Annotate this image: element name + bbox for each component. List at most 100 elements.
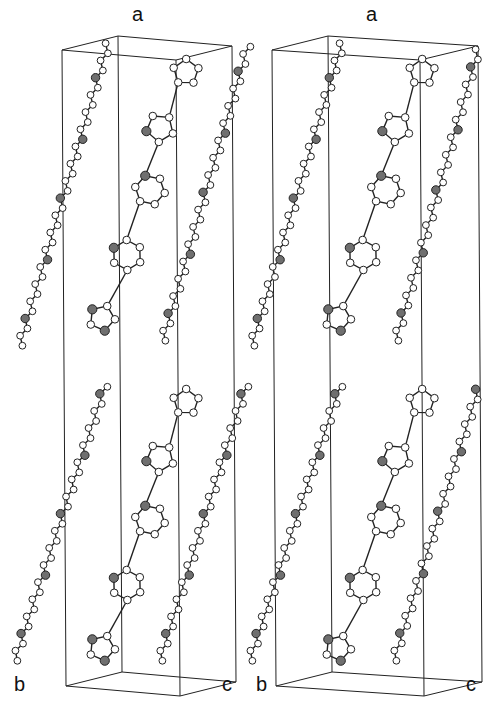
- atom: [169, 460, 177, 468]
- atom: [180, 589, 187, 596]
- atom: [205, 172, 212, 179]
- atom: [261, 308, 268, 315]
- atom: [410, 79, 418, 87]
- atom: [19, 342, 26, 349]
- atom: [359, 236, 367, 244]
- atom: [470, 74, 477, 81]
- ring-link-bond: [363, 531, 376, 570]
- atom: [37, 263, 44, 270]
- atom: [174, 409, 182, 417]
- atom: [269, 263, 276, 270]
- atom: [286, 527, 293, 534]
- atom: [309, 459, 316, 466]
- atom: [457, 448, 465, 456]
- atom: [415, 588, 422, 595]
- atom: [91, 408, 98, 415]
- atom: [433, 507, 441, 515]
- atom: [237, 78, 244, 85]
- atom: [418, 560, 425, 567]
- atom: [318, 119, 325, 126]
- unit-cell-edge: [328, 36, 332, 672]
- atom: [423, 543, 430, 550]
- molecule-rings: [87, 55, 202, 335]
- atom: [328, 418, 335, 425]
- atom: [47, 229, 54, 236]
- atom: [25, 623, 32, 630]
- atom: [415, 267, 422, 274]
- atom: [100, 656, 109, 665]
- atom: [426, 409, 434, 417]
- atom: [461, 421, 468, 428]
- atom: [111, 645, 119, 653]
- atom: [87, 435, 94, 442]
- atom: [182, 385, 190, 393]
- atom: [195, 527, 202, 534]
- atom: [190, 79, 198, 87]
- molecule-edge-on: [391, 385, 481, 664]
- atom: [29, 596, 36, 603]
- atom: [109, 573, 118, 582]
- atom: [70, 486, 77, 493]
- atom: [372, 527, 380, 535]
- atom: [297, 188, 304, 195]
- atom: [323, 651, 331, 659]
- atom: [418, 239, 425, 246]
- atom: [216, 459, 223, 466]
- atom: [43, 256, 51, 264]
- atom: [17, 332, 24, 339]
- atom: [97, 57, 104, 64]
- atom: [347, 645, 355, 653]
- atom: [156, 175, 164, 183]
- atom: [84, 119, 91, 126]
- atom: [256, 325, 263, 332]
- atom: [100, 326, 109, 335]
- atom: [36, 589, 43, 596]
- unit-cell-bottom: [66, 672, 236, 696]
- atom: [151, 200, 159, 208]
- atom: [189, 545, 196, 552]
- atom: [53, 538, 60, 545]
- atom: [110, 589, 118, 597]
- ring-link-bond: [343, 270, 363, 306]
- ring-link-bond: [107, 600, 127, 636]
- atom: [161, 189, 169, 197]
- atom: [76, 469, 83, 476]
- atom: [320, 425, 327, 432]
- atom: [123, 236, 131, 244]
- atom: [210, 154, 217, 161]
- atom: [88, 305, 97, 314]
- chain-bond: [252, 43, 342, 345]
- atom: [347, 315, 355, 323]
- molecule-edge-on: [393, 46, 482, 344]
- ring-bond: [135, 176, 164, 204]
- atom: [445, 162, 452, 169]
- molecule-edge-on: [12, 383, 111, 664]
- atom: [141, 171, 150, 180]
- atom: [295, 177, 302, 184]
- atom: [276, 571, 284, 579]
- atom: [397, 309, 405, 317]
- atom: [245, 383, 252, 390]
- atom: [426, 553, 433, 560]
- atom: [377, 171, 386, 180]
- atom: [182, 55, 190, 63]
- atom: [276, 256, 284, 264]
- atom: [151, 530, 159, 538]
- atom: [174, 79, 182, 87]
- atom: [391, 468, 399, 476]
- atom: [406, 394, 414, 402]
- atom: [310, 126, 317, 133]
- atom: [149, 442, 157, 450]
- atom: [456, 438, 463, 445]
- atom: [199, 509, 207, 517]
- atom: [315, 442, 322, 449]
- atom: [385, 112, 393, 120]
- ring-bond: [371, 176, 400, 204]
- atom: [393, 327, 400, 334]
- atom: [305, 143, 312, 150]
- atom: [431, 64, 439, 72]
- ring-link-bond: [169, 82, 178, 117]
- ring-link-bond: [405, 412, 414, 447]
- atom: [41, 571, 49, 579]
